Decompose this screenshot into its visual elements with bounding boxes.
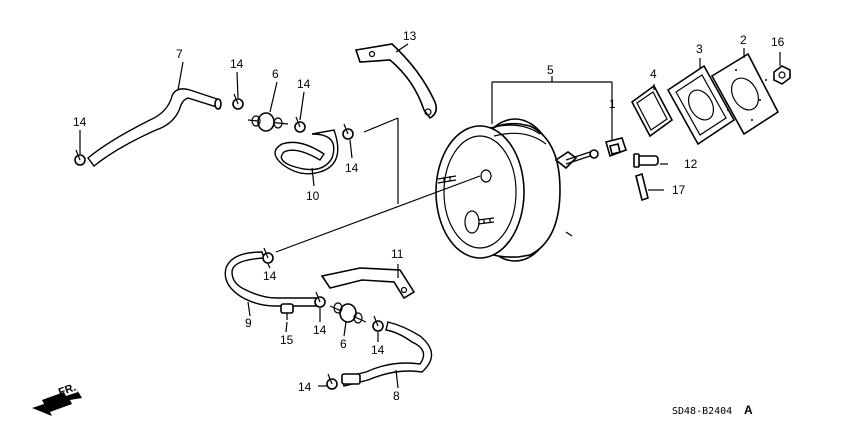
label-part-9: 9: [245, 316, 252, 330]
label-part-8: 8: [393, 389, 400, 403]
vacuum-hose-upper: [87, 88, 222, 168]
flange-nut: [773, 65, 791, 85]
hose-clip-5: [262, 247, 274, 264]
spacer-gasket: [710, 52, 780, 136]
label-part-3: 3: [696, 42, 703, 56]
brake-booster: [435, 118, 599, 262]
label-part-11: 11: [391, 247, 404, 261]
label-part-14: 14: [345, 161, 359, 175]
label-part-10: 10: [306, 189, 320, 203]
label-part-7: 7: [176, 47, 183, 61]
front-direction-indicator: FR.: [32, 381, 82, 416]
hose-bracket-lower: [320, 267, 416, 300]
cotter-pin: [635, 172, 649, 202]
label-part-14: 14: [298, 380, 312, 394]
hose-clip-6: [314, 291, 326, 308]
label-part-14: 14: [313, 323, 327, 337]
vacuum-hose-bottom: [341, 321, 433, 387]
arrow-icon: [32, 388, 82, 416]
part-labels: 7 14 6 14 14 14 10 13 5 1 4 3 2 16 12 17…: [73, 29, 785, 403]
clevis-pin: [633, 153, 659, 168]
vacuum-hose-curved: [274, 129, 339, 175]
label-part-1: 1: [609, 97, 616, 111]
label-part-16: 16: [771, 35, 785, 49]
hose-clip-7: [372, 315, 384, 332]
bracket-bolt: [280, 303, 294, 320]
label-part-14: 14: [73, 115, 87, 129]
hose-bracket-upper: [354, 43, 438, 120]
label-part-14: 14: [297, 77, 311, 91]
revision-mark: A: [744, 403, 753, 417]
hose-clip-8: [326, 373, 338, 390]
hose-clip-4: [342, 123, 354, 140]
label-part-2: 2: [740, 33, 747, 47]
label-part-6: 6: [340, 337, 347, 351]
label-part-6: 6: [272, 67, 279, 81]
label-part-12: 12: [684, 157, 698, 171]
check-valve-upper: [247, 112, 289, 132]
booster-gasket: [630, 84, 674, 138]
label-part-5: 5: [547, 63, 554, 77]
label-part-13: 13: [403, 29, 417, 43]
booster-spacer: [666, 64, 736, 146]
diagram-code: SD48-B2404: [672, 406, 732, 417]
clevis: [605, 137, 628, 158]
hose-clip-3: [294, 116, 306, 133]
front-label: FR.: [57, 381, 78, 398]
label-part-14: 14: [230, 57, 244, 71]
leader-lines: [79, 43, 781, 389]
check-valve-lower: [329, 302, 367, 324]
label-part-14: 14: [371, 343, 385, 357]
hose-clip-1: [74, 149, 86, 166]
hose-clip-2: [232, 93, 244, 110]
label-part-15: 15: [280, 333, 294, 347]
label-part-17: 17: [672, 183, 686, 197]
label-part-4: 4: [650, 67, 657, 81]
label-part-14: 14: [263, 269, 277, 283]
